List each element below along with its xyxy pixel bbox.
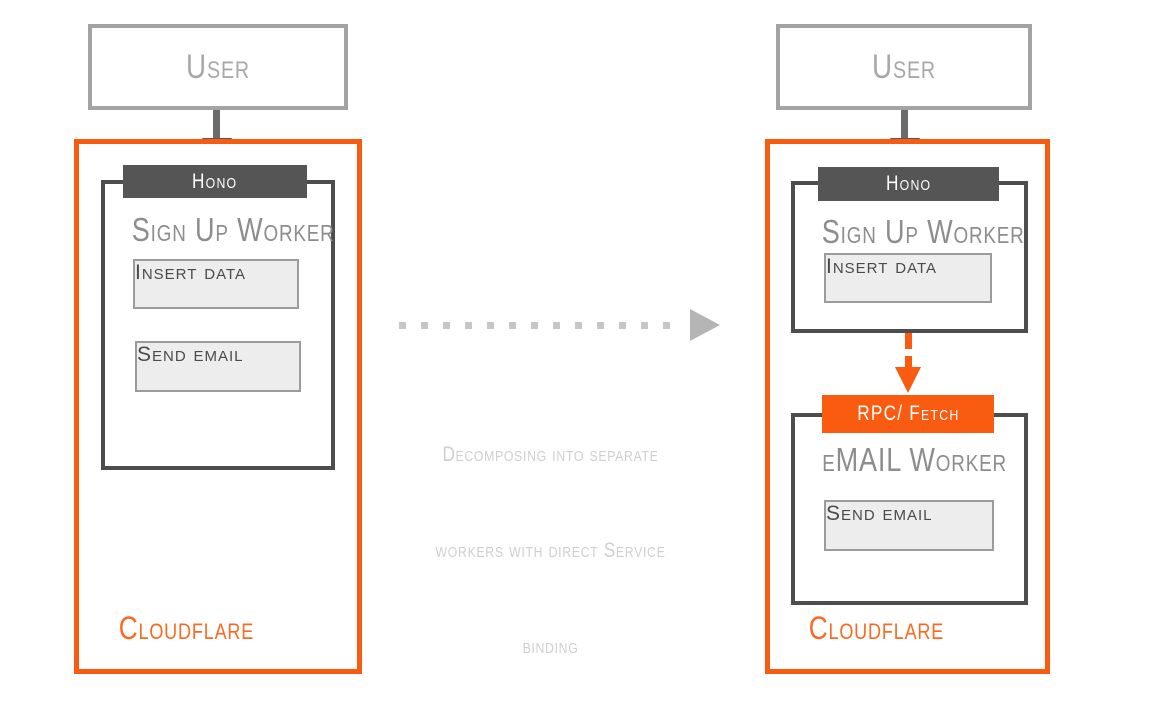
transition-caption-line-2: workers with direct Service <box>435 539 666 562</box>
transition-caption-line-1: Decomposing into separate <box>442 443 659 466</box>
right-rpc-fetch-tag: RPC/ Fetch <box>822 395 994 433</box>
dotted-arrow-dot <box>553 321 560 329</box>
dotted-arrow-dot <box>487 321 494 329</box>
transition-caption-line-3: binding <box>522 635 579 658</box>
right-rpc-fetch-tag-label: RPC/ Fetch <box>856 402 960 425</box>
dotted-arrow-dot <box>597 321 604 329</box>
service-binding-dash-1 <box>905 333 912 349</box>
right-hono-tag: Hono <box>818 167 999 201</box>
dotted-arrow-dot <box>465 321 472 329</box>
dotted-arrow-dot <box>663 321 670 329</box>
dotted-arrow-dot <box>619 321 626 329</box>
transition-caption: Decomposing into separate workers with d… <box>434 375 668 658</box>
dotted-arrow-dot <box>443 321 450 329</box>
right-user-box <box>776 24 1032 110</box>
dotted-arrow-dot <box>641 321 648 329</box>
right-step-send-email-label: Send email <box>826 502 933 525</box>
transition-dotted-arrow-track <box>399 320 689 330</box>
right-user-label: User <box>872 47 936 86</box>
left-cloudflare-label: Cloudflare <box>118 609 255 646</box>
left-step-send-email-label: Send email <box>137 343 244 366</box>
dotted-arrow-dot <box>509 321 516 329</box>
left-step-insert-data-label: Insert data <box>135 261 247 284</box>
dotted-arrow-dot <box>575 321 582 329</box>
left-signup-worker-box <box>101 180 335 470</box>
dotted-arrow-dot <box>421 321 428 329</box>
service-binding-arrowhead <box>895 367 921 393</box>
dotted-arrow-dot <box>399 321 406 329</box>
left-hono-tag: Hono <box>123 165 307 198</box>
service-binding-dash-2 <box>905 356 912 370</box>
left-user-connector-line <box>213 110 220 138</box>
left-signup-worker-title: Sign Up Worker <box>131 211 335 248</box>
left-hono-tag-label: Hono <box>192 169 238 193</box>
right-signup-worker-title: Sign Up Worker <box>821 213 1025 250</box>
right-cloudflare-label: Cloudflare <box>808 609 945 646</box>
left-step-insert-data[interactable]: Insert data <box>133 259 299 309</box>
left-step-send-email[interactable]: Send email <box>135 341 301 392</box>
transition-arrowhead-icon <box>690 309 720 341</box>
left-user-box <box>88 24 348 110</box>
right-hono-tag-label: Hono <box>885 172 932 195</box>
right-step-insert-data-label: Insert data <box>826 255 938 278</box>
right-user-connector-line <box>901 110 908 138</box>
right-step-send-email[interactable]: Send email <box>824 500 994 551</box>
right-email-worker-title: eMAIL Worker <box>822 441 1007 478</box>
right-step-insert-data[interactable]: Insert data <box>824 253 992 303</box>
left-user-label: User <box>186 47 250 86</box>
dotted-arrow-dot <box>531 321 538 329</box>
